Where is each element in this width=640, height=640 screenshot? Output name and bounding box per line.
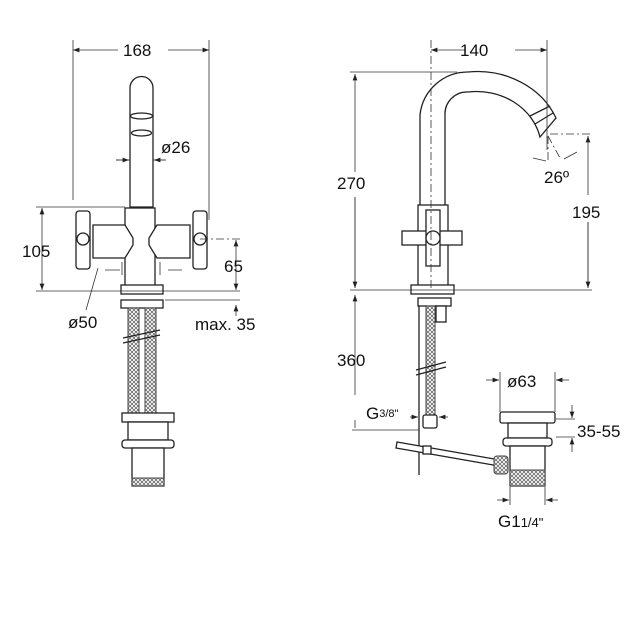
handle-height-label: 65: [224, 257, 243, 276]
reach-label: 140: [460, 41, 488, 60]
max-thickness-label: max. 35: [195, 315, 255, 334]
drain-range-label: 35-55: [577, 422, 620, 441]
height-label: 105: [22, 242, 50, 261]
angle-label: 26º: [544, 168, 569, 187]
hose-thread-prefix: G: [366, 404, 379, 423]
outlet-height-label: 195: [572, 203, 600, 222]
base-diameter-label: ø50: [68, 313, 97, 332]
drain-thread-prefix: G1: [498, 512, 521, 531]
spout-diameter-label: ø26: [161, 138, 190, 157]
drain-thread-fraction: 1/4": [521, 515, 544, 530]
gooseneck-spout: [419, 70, 557, 208]
hose-thread-label: G3/8": [366, 404, 399, 423]
drain-thread-label: G11/4": [498, 512, 544, 531]
hose-length-label: 360: [337, 351, 365, 370]
width-label: 168: [123, 41, 151, 60]
front-view: [36, 40, 240, 487]
spout: [129, 75, 154, 208]
drain-diameter-label: ø63: [507, 372, 536, 391]
total-height-label: 270: [337, 174, 365, 193]
side-view: [350, 40, 592, 505]
hose-thread-fraction: 3/8": [379, 408, 398, 420]
